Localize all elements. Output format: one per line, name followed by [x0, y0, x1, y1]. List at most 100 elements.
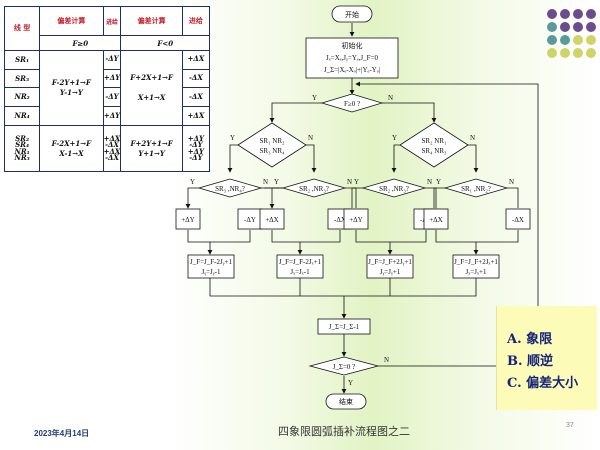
quadrant-table: 线 型 偏差计算 进给 偏差计算 进给 F≥0 F<0 SR₁ F-2Y+1→F… — [3, 5, 211, 172]
label-no: N — [509, 178, 514, 186]
start-terminal — [331, 5, 373, 23]
label-no: N — [263, 178, 268, 186]
move-box — [175, 208, 201, 230]
note-item-c: C. 偏差大小 — [507, 376, 579, 391]
decor-dot — [560, 22, 570, 32]
decision-f-label: F≥0 ? — [344, 100, 360, 108]
decor-dot — [547, 35, 557, 45]
move-label: -ΔX — [512, 216, 524, 224]
move-label: +ΔX — [265, 216, 279, 224]
calc-box-4-l2: Jₓ=Jₓ+1 — [466, 268, 487, 276]
slide-caption: 四象限圆弧插补流程图之二 — [278, 425, 410, 438]
header-feed-1: 进给 — [102, 5, 122, 37]
decision-left-l2: SR₃ NR₄ — [260, 147, 285, 155]
decision-lr — [281, 178, 347, 198]
label-no: N — [347, 178, 352, 186]
calc-box-2 — [276, 254, 324, 279]
decision-ll-label: SR₃ ,NR₄? — [215, 185, 245, 193]
decision-rr-label: SR₁ ,NR₂? — [461, 185, 491, 193]
label-yes: Y — [392, 134, 397, 142]
move-label: +ΔX — [429, 216, 443, 224]
label-yes: Y — [436, 178, 441, 186]
decision-ll — [197, 178, 263, 198]
header-calc-1: 偏差计算 — [39, 5, 104, 37]
end-terminal — [325, 393, 367, 410]
calc-box-4 — [452, 254, 500, 279]
move-label: +ΔY — [181, 216, 195, 224]
header-quadrant: 线 型 — [3, 6, 41, 51]
label-no: N — [384, 356, 389, 364]
move-box — [343, 208, 369, 230]
move-box — [423, 208, 449, 230]
note-item-a: A. 象限 — [507, 332, 553, 347]
calc-box-2-l2: Jₓ=Jₓ-1 — [290, 268, 310, 276]
decor-dot — [547, 48, 557, 58]
decor-dot — [586, 9, 596, 19]
group2-feed2: +ΔY-ΔY+ΔY-ΔY — [181, 125, 211, 172]
end-label: 结束 — [339, 397, 353, 406]
label-yes: Y — [190, 178, 195, 186]
init-box — [305, 37, 399, 79]
decision-right-l2: SR₄ NR₃ — [422, 147, 447, 155]
decision-end-label: J_Σ=0 ? — [333, 363, 356, 371]
row-feed1: +ΔY — [102, 68, 122, 89]
count-label: J_Σ=J_Σ-1 — [329, 323, 360, 331]
calc-box-1-l2: Jᵧ=Jᵧ-1 — [202, 268, 221, 276]
slide-date: 2023年4月14日 — [34, 429, 90, 438]
decor-dot — [573, 48, 583, 58]
move-label: +ΔY — [349, 216, 363, 224]
decision-rl-label: SR₂ ,NR₃? — [379, 185, 409, 193]
decor-dot — [547, 9, 557, 19]
decision-end — [308, 356, 380, 376]
decision-rl — [361, 178, 427, 198]
decision-left — [237, 122, 307, 168]
label-yes: Y — [274, 178, 279, 186]
row-feed2: +ΔX — [181, 49, 211, 70]
calc-box-1 — [187, 254, 235, 279]
init-title: 初始化 — [342, 41, 363, 50]
decor-dot — [573, 35, 583, 45]
label-no: N — [308, 134, 313, 142]
decision-right — [399, 122, 469, 168]
move-label: -ΔY — [244, 216, 256, 224]
calc-box-3-l2: Jᵧ=Jᵧ+1 — [380, 268, 401, 276]
decor-dot — [560, 35, 570, 45]
label-no: N — [388, 94, 393, 102]
decision-lr-label: SR₂ ,NR₃? — [299, 185, 329, 193]
decor-dot — [560, 9, 570, 19]
header-feed-2: 进给 — [181, 5, 211, 37]
calc-box-2-l1: J_F=J_F-2Jₓ+1 — [279, 258, 322, 266]
calc-box-4-l1: J_F=J_F+2Jₓ+1 — [454, 258, 498, 266]
note-box: A. 象限 B. 顺逆 C. 偏差大小 — [496, 306, 597, 410]
move-box — [505, 208, 531, 230]
decision-f — [320, 93, 384, 113]
row-feed1: +ΔY — [102, 106, 122, 127]
decor-dot — [586, 35, 596, 45]
label-yes: Y — [348, 379, 353, 387]
decor-dot — [573, 22, 583, 32]
move-box — [259, 208, 285, 230]
decision-right-l1: SR₂ NR₁ — [422, 137, 447, 145]
init-line-1: Jₓ=Xₑ,Jᵧ=Yₑ,J_F=0 — [326, 54, 378, 62]
note-item-b: B. 顺逆 — [507, 354, 554, 369]
init-line-2: J_Σ=|Xₑ-Xₒ|+|Yₑ-Yₒ| — [324, 66, 380, 74]
move-label: -ΔX — [334, 216, 346, 224]
label-yes: Y — [354, 178, 359, 186]
decor-dot — [547, 22, 557, 32]
decor-dot — [560, 48, 570, 58]
start-label: 开始 — [345, 10, 359, 19]
label-yes: Y — [230, 134, 235, 142]
calc-box-1-l1: J_F=J_F-2Jᵧ+1 — [190, 258, 233, 266]
label-no: N — [470, 134, 475, 142]
decorative-dots — [547, 9, 596, 58]
decision-rr — [443, 178, 509, 198]
decor-dot — [573, 9, 583, 19]
count-box — [317, 318, 371, 335]
label-yes: Y — [312, 94, 317, 102]
decision-left-l1: SR₁ NR₂ — [260, 137, 285, 145]
decor-dot — [586, 22, 596, 32]
